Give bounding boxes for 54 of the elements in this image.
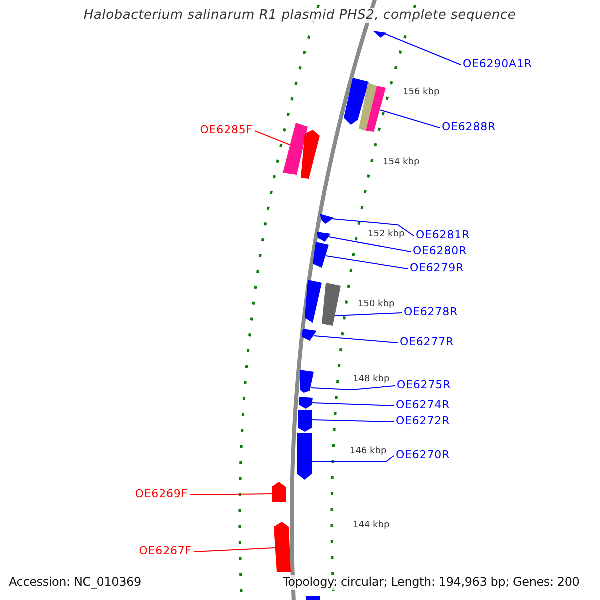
title: Halobacterium salinarum R1 plasmid PHS2, complete sequence (82, 8, 518, 23)
gene-block (373, 31, 387, 38)
leader-line (326, 256, 408, 270)
gene-label: OE6285F (200, 124, 253, 136)
gene-label: OE6280R (413, 244, 468, 258)
gene-block (359, 83, 377, 131)
gene-label: OE6288R (442, 120, 496, 134)
gene-label: OE6290A1R (463, 58, 532, 70)
gene-block (322, 283, 341, 326)
gene-block (320, 214, 334, 224)
position-label: 144 kbp (353, 520, 390, 532)
gene-block (272, 482, 286, 502)
leader-line (312, 420, 394, 422)
gene-label: OE6272R (396, 414, 450, 428)
gene-block (366, 86, 386, 132)
gene-block (274, 522, 291, 572)
gene-block (299, 397, 313, 409)
gene-label: OE6270R (396, 448, 450, 462)
position-label: 152 kbp (368, 230, 405, 240)
leader-line (380, 110, 440, 128)
gene-label: OE6278R (404, 306, 458, 318)
footer-note: Topology: circular; Length: 194,963 bp; Genes: 200 (283, 575, 580, 590)
leader-line (312, 402, 394, 406)
leader-line (384, 34, 462, 66)
gene-block (344, 78, 369, 125)
leader-line (314, 336, 398, 344)
gene-block (301, 130, 320, 179)
footer-note: Accession: NC_010369 (9, 575, 142, 590)
leader-line (310, 386, 396, 390)
position-label: 150 kbp (358, 300, 395, 310)
gene-block (300, 370, 314, 393)
position-label: 146 kbp (350, 446, 387, 458)
gene-label: OE6269F (135, 488, 188, 500)
gene-label: OE6267F (139, 544, 192, 558)
position-label: 154 kbp (383, 158, 420, 168)
leader-line (254, 130, 290, 146)
gene-block (305, 280, 322, 323)
gene-block (283, 123, 308, 175)
gene-block (306, 596, 320, 600)
gene-block (302, 329, 317, 341)
position-label: 156 kbp (403, 88, 440, 98)
gene-label: OE6281R (416, 228, 470, 242)
leader-line (312, 456, 394, 462)
leader-line (190, 494, 272, 496)
gene-label: OE6275R (397, 378, 452, 392)
leader-line (328, 236, 412, 252)
gene-label: OE6274R (396, 398, 450, 412)
gene-block (298, 410, 312, 432)
gene-label: OE6277R (400, 336, 454, 348)
gene-label: OE6279R (410, 262, 464, 274)
leader-line (194, 548, 276, 552)
leader-line (332, 218, 414, 236)
position-label: 148 kbp (353, 374, 390, 386)
leader-line (334, 312, 402, 316)
